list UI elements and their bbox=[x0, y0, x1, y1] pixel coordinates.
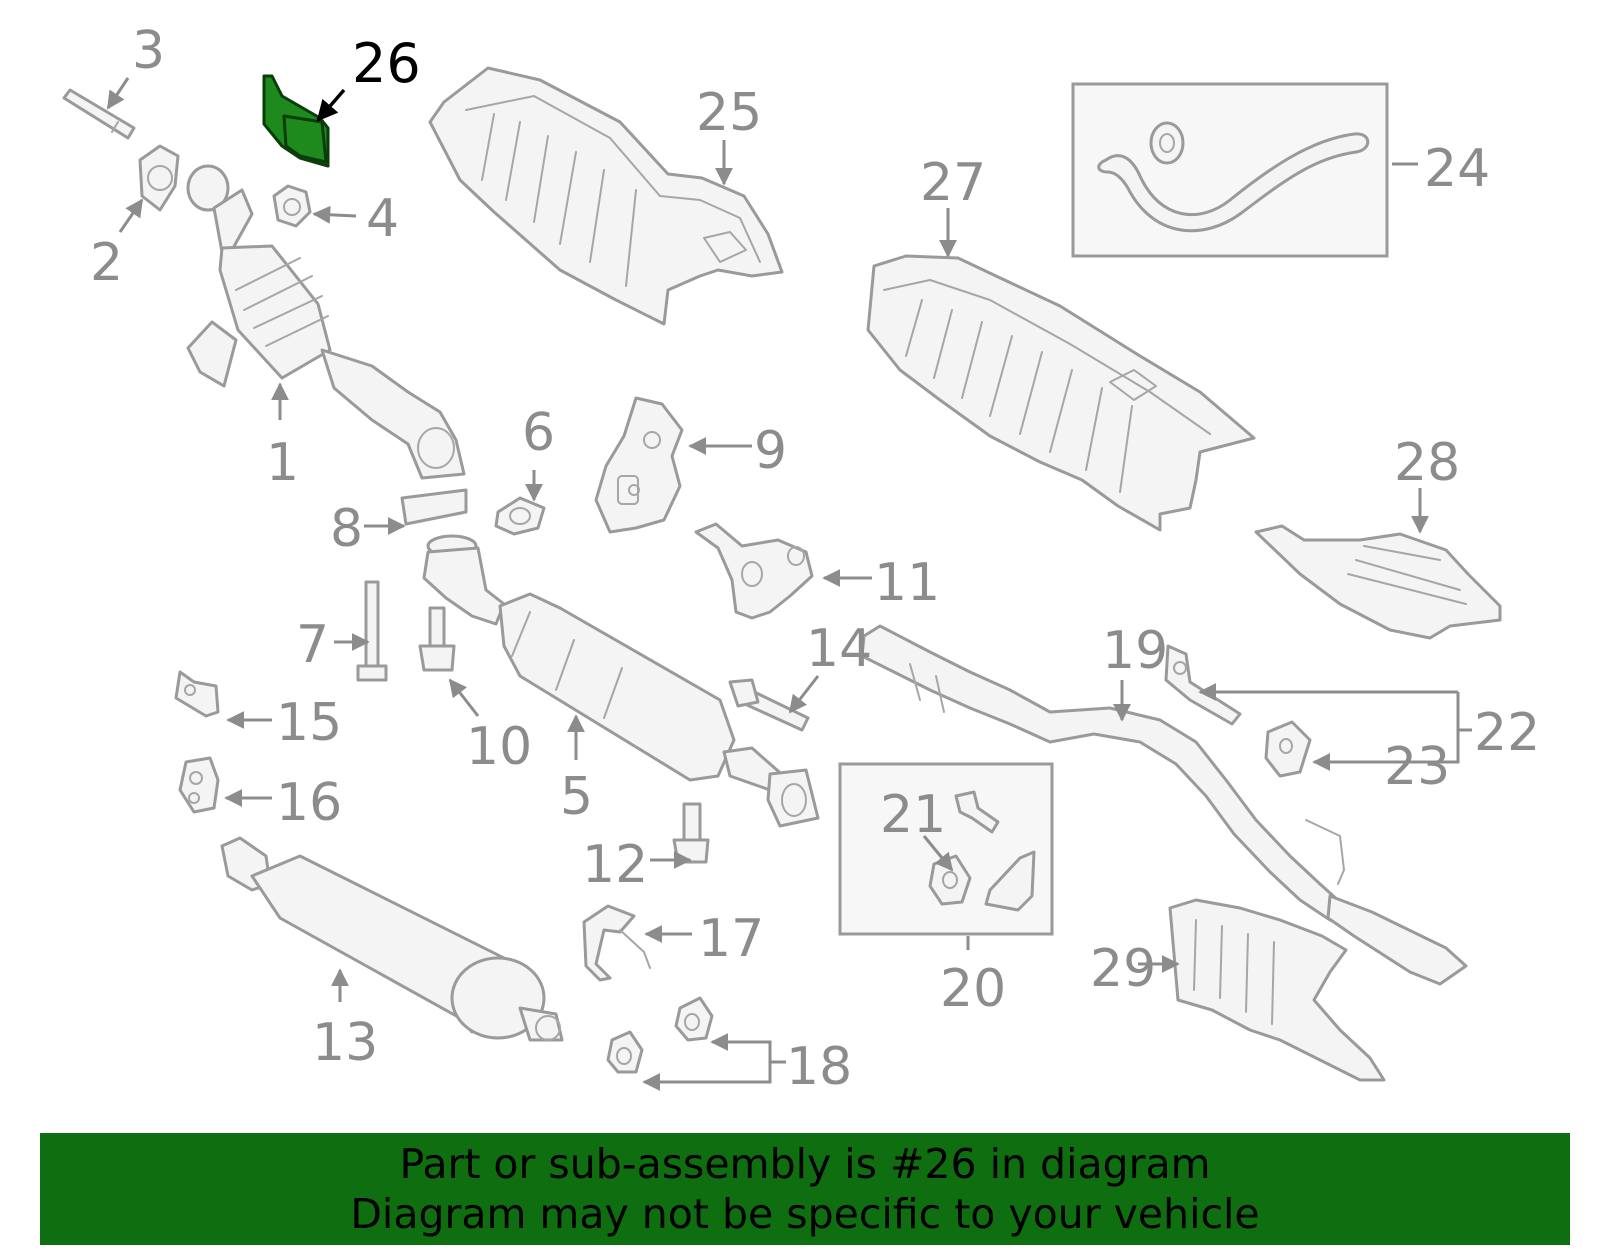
banner-line-1: Part or sub-assembly is #26 in diagram bbox=[399, 1140, 1211, 1188]
callout-6: 6 bbox=[522, 403, 555, 463]
callout-11: 11 bbox=[874, 553, 940, 613]
part-19-tail-pipe bbox=[860, 624, 1468, 986]
callout-29: 29 bbox=[1090, 939, 1156, 999]
part-16-isolator bbox=[178, 756, 220, 814]
part-18-isolators bbox=[606, 996, 714, 1074]
part-23-isolator bbox=[1264, 720, 1312, 778]
callout-24: 24 bbox=[1424, 139, 1490, 199]
part-13-muffler bbox=[220, 836, 564, 1042]
part-15-bracket bbox=[174, 670, 220, 718]
callout-8: 8 bbox=[330, 499, 363, 559]
callout-28: 28 bbox=[1394, 433, 1460, 493]
callout-22: 22 bbox=[1474, 703, 1540, 763]
part-10-bolt bbox=[418, 606, 456, 672]
banner-line-2: Diagram may not be specific to your vehi… bbox=[350, 1190, 1260, 1238]
part-24-box bbox=[1071, 82, 1389, 258]
part-2-gasket bbox=[138, 144, 180, 212]
part-5-particulate-filter bbox=[422, 534, 820, 828]
part-8-clamp bbox=[400, 488, 468, 526]
part-4-nut bbox=[272, 184, 312, 228]
callout-19: 19 bbox=[1102, 621, 1168, 681]
callout-9: 9 bbox=[754, 421, 787, 481]
part-27-heat-shield bbox=[866, 254, 1256, 532]
part-1-catalytic-converter bbox=[186, 164, 466, 480]
callout-18: 18 bbox=[786, 1037, 852, 1097]
callout-17: 17 bbox=[698, 909, 764, 969]
part-17-hanger-bracket bbox=[582, 904, 651, 982]
callout-1: 1 bbox=[266, 433, 299, 493]
callout-25: 25 bbox=[696, 83, 762, 143]
part-25-heat-shield bbox=[428, 66, 784, 326]
callout-2: 2 bbox=[90, 233, 123, 293]
callout-15: 15 bbox=[276, 693, 342, 753]
callout-27: 27 bbox=[920, 153, 986, 213]
callout-5: 5 bbox=[560, 767, 593, 827]
callout-20: 20 bbox=[940, 959, 1006, 1019]
part-3-stud bbox=[62, 88, 136, 140]
info-banner: Part or sub-assembly is #26 in diagram D… bbox=[40, 1133, 1570, 1245]
callout-7: 7 bbox=[296, 615, 329, 675]
callout-16: 16 bbox=[276, 773, 342, 833]
callout-23: 23 bbox=[1384, 737, 1450, 797]
callout-26: 26 bbox=[352, 32, 421, 95]
part-7-bolt bbox=[356, 580, 388, 682]
callout-13: 13 bbox=[312, 1013, 378, 1073]
part-6-gasket bbox=[494, 496, 546, 536]
part-14-bolt bbox=[728, 678, 810, 732]
callout-14: 14 bbox=[806, 619, 872, 679]
callout-3: 3 bbox=[132, 21, 165, 81]
callout-12: 12 bbox=[582, 835, 648, 895]
part-9-bracket bbox=[594, 396, 684, 534]
part-28-shield bbox=[1254, 524, 1502, 640]
callout-21: 21 bbox=[880, 785, 946, 845]
callout-4: 4 bbox=[366, 189, 399, 249]
callout-labels: 3 2 4 1 26 25 24 27 28 6 8 9 11 7 14 19 … bbox=[90, 21, 1540, 1097]
part-12-stud bbox=[672, 802, 710, 864]
part-26-heat-shield-highlighted bbox=[262, 74, 330, 168]
leader-lines bbox=[106, 77, 1472, 1091]
callout-10: 10 bbox=[466, 717, 532, 777]
part-29-shield bbox=[1168, 898, 1386, 1082]
part-20-box bbox=[838, 762, 1054, 936]
part-22-bracket bbox=[1164, 644, 1242, 726]
part-11-bracket bbox=[694, 522, 814, 620]
